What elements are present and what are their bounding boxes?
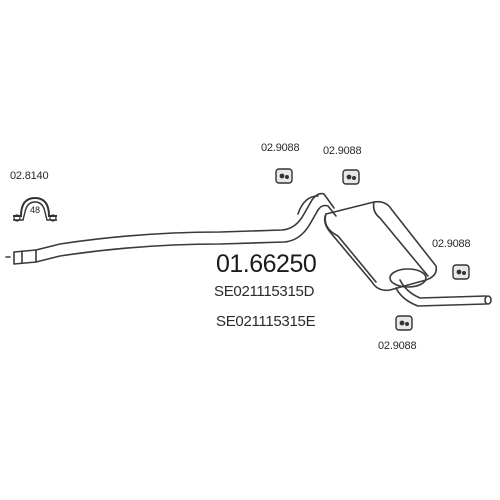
middle-pipe (35, 199, 319, 263)
hanger-1-part-number: 02.9088 (261, 142, 300, 154)
oe-number-2: SE021115315E (216, 313, 316, 330)
clamp-badge: 48 (30, 205, 40, 215)
oe-number-1: SE021115315D (214, 283, 315, 300)
hanger-4-part-number: 02.9088 (378, 340, 417, 352)
hanger-2-part-number: 02.9088 (323, 145, 362, 157)
hanger-3-icon (452, 264, 470, 280)
hanger-3-part-number: 02.9088 (432, 238, 471, 250)
clamp-part-number: 02.8140 (10, 170, 49, 182)
pipe-inlet-connector (5, 249, 37, 265)
hanger-2-icon (342, 169, 360, 185)
hanger-4-icon (395, 315, 413, 331)
rear-silencer (323, 200, 438, 292)
tail-pipe (395, 279, 492, 307)
pipe-clamp-icon: 48 (13, 196, 57, 222)
main-part-number: 01.66250 (216, 250, 317, 278)
hanger-1-icon (275, 168, 293, 184)
silencer-inlet-pipes (297, 192, 337, 217)
